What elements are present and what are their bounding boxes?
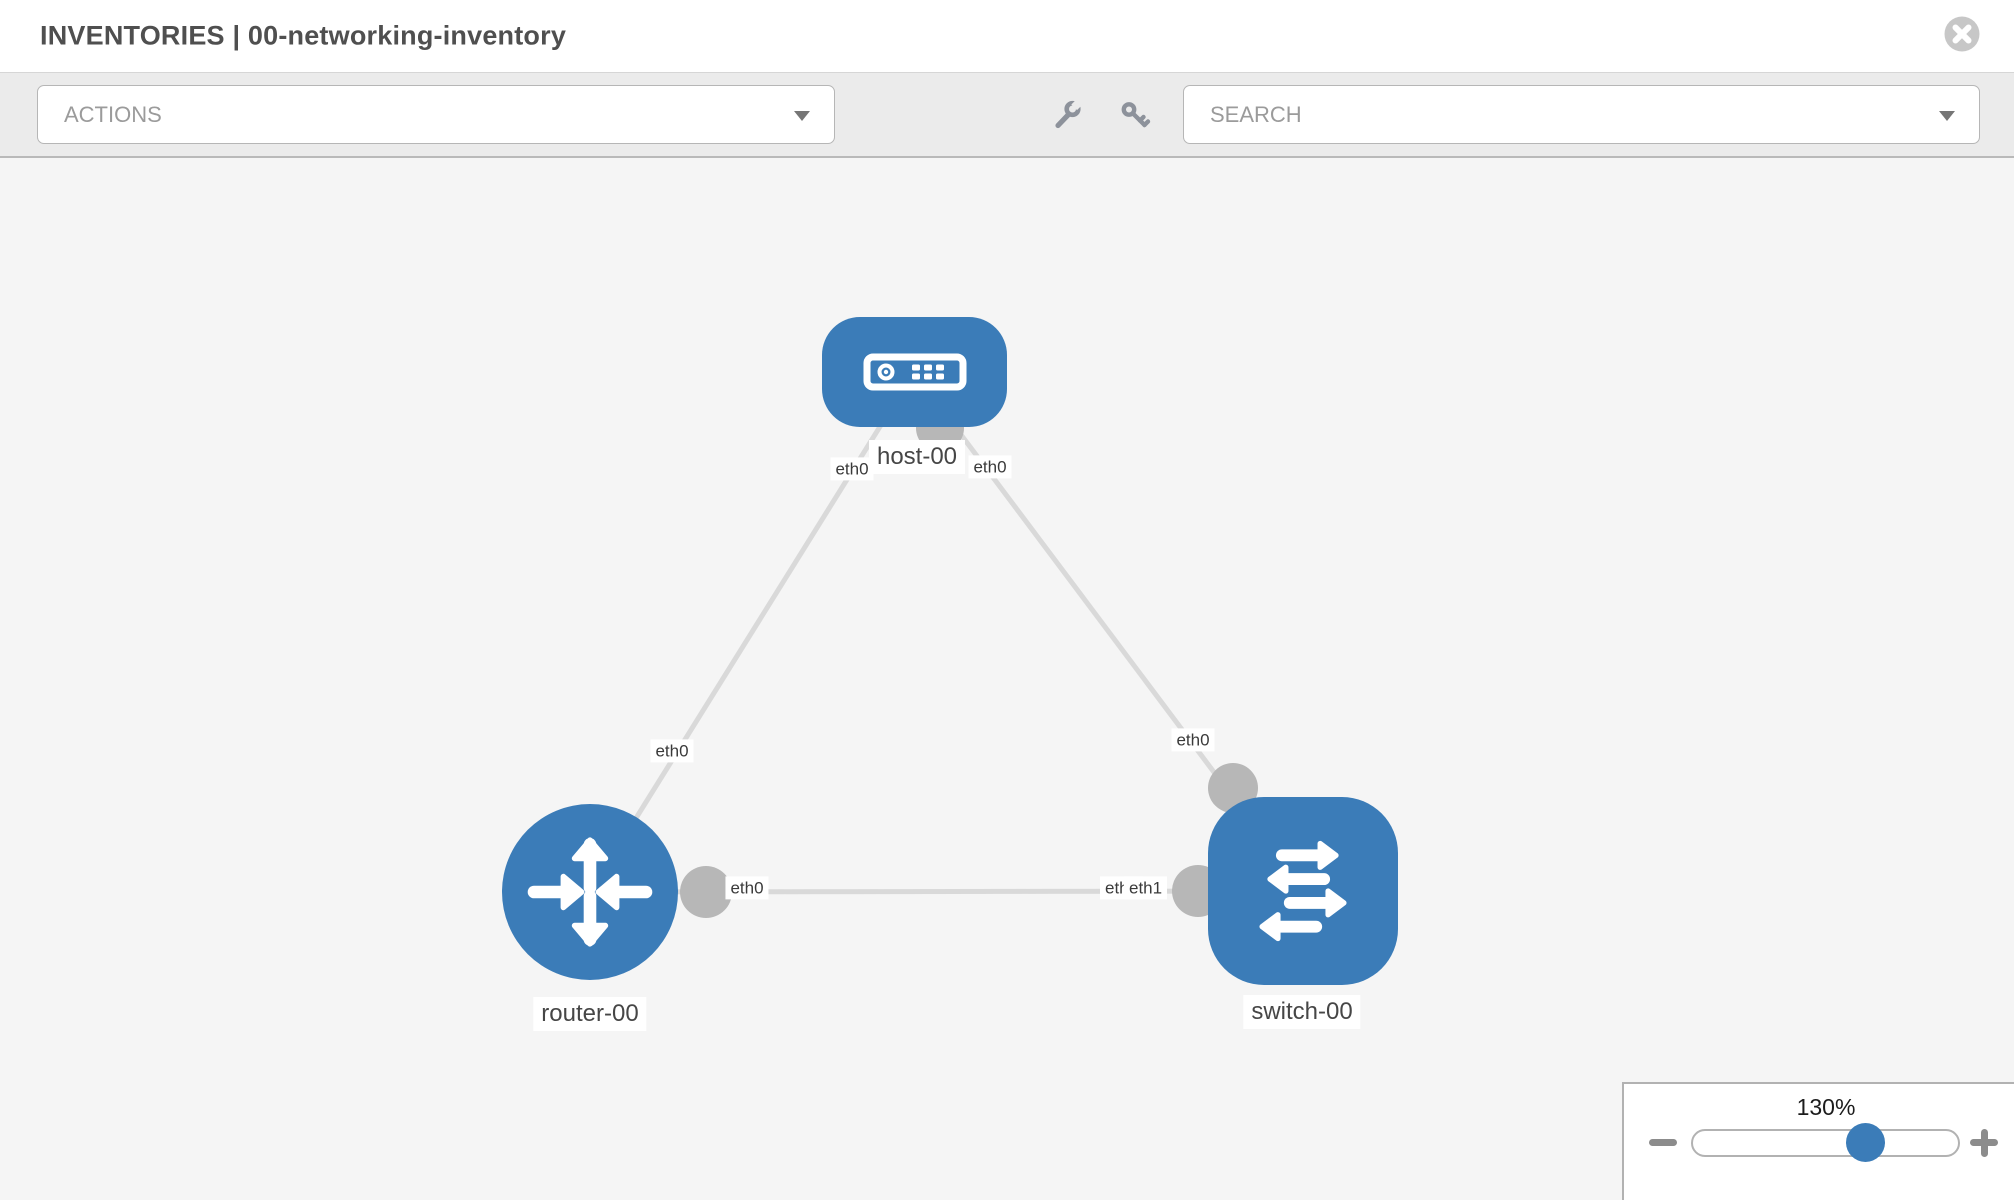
- switch-icon: [1259, 840, 1347, 942]
- search-dropdown[interactable]: SEARCH: [1183, 85, 1980, 144]
- host-icon: [863, 353, 966, 391]
- x-circle-icon: [1944, 16, 1980, 52]
- interface-label: eth0: [650, 739, 694, 763]
- interface-label: eth0: [830, 457, 874, 481]
- zoom-slider[interactable]: [1691, 1123, 1960, 1162]
- toolbar: ACTIONS SEARCH: [0, 73, 2014, 158]
- interface-label: eth1: [1124, 876, 1168, 900]
- zoom-panel: 130%: [1622, 1082, 2014, 1200]
- zoom-out-button[interactable]: [1649, 1139, 1677, 1146]
- page-header: INVENTORIES | 00-networking-inventory: [0, 0, 2014, 73]
- interface-label: eth0: [968, 455, 1012, 479]
- node-router-00[interactable]: [502, 804, 678, 980]
- interface-label: eth0: [725, 876, 769, 900]
- page-title: INVENTORIES | 00-networking-inventory: [40, 20, 567, 51]
- caret-down-icon: [794, 110, 810, 121]
- link-host-router[interactable]: [587, 370, 917, 894]
- node-switch-00[interactable]: [1208, 797, 1398, 985]
- zoom-level: 130%: [1796, 1094, 1856, 1120]
- zoom-slider-thumb[interactable]: [1846, 1123, 1885, 1162]
- node-label-router: router-00: [533, 997, 647, 1031]
- close-button[interactable]: [1943, 15, 1981, 53]
- node-label-switch: switch-00: [1243, 995, 1361, 1029]
- topology-graph: [587, 370, 1306, 918]
- wrench-icon: [1055, 98, 1083, 129]
- caret-down-icon: [1939, 110, 1955, 121]
- interface-label-overlap: eth0 eth1: [1100, 876, 1168, 900]
- topology-canvas[interactable]: eth0 eth0 eth0 eth0 eth0 eth0 eth1 host-…: [0, 158, 2014, 1200]
- actions-dropdown[interactable]: ACTIONS: [37, 85, 835, 144]
- interface-label: eth0: [1171, 728, 1215, 752]
- actions-dropdown-label: ACTIONS: [64, 101, 162, 127]
- interface-dot-router[interactable]: [680, 866, 732, 918]
- router-icon: [527, 837, 653, 947]
- credentials-button[interactable]: [1119, 99, 1151, 131]
- configure-button[interactable]: [1051, 98, 1083, 131]
- search-dropdown-label: SEARCH: [1210, 101, 1302, 127]
- node-host-00[interactable]: [822, 317, 1007, 427]
- zoom-in-button[interactable]: [1980, 1128, 1988, 1157]
- key-icon: [1121, 102, 1151, 128]
- node-label-host: host-00: [868, 440, 966, 474]
